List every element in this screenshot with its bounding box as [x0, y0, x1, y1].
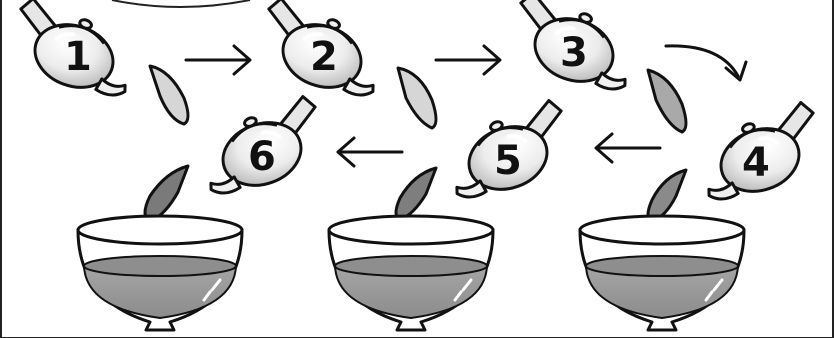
step-number-6: 6: [248, 134, 276, 180]
bowl-icon: [329, 216, 493, 330]
arrow-icon: [596, 134, 660, 162]
tea-stream-icon: [145, 166, 188, 222]
arrow-icon: [666, 46, 746, 80]
tea-stream-icon: [396, 168, 436, 220]
top-speech-edge: [112, 0, 250, 7]
tea-stream-icon: [150, 66, 188, 124]
teapot-step-3: 3: [502, 0, 686, 132]
bowl-icon: [78, 216, 242, 330]
bowl-icon: [580, 216, 744, 330]
step-number-1: 1: [64, 34, 92, 80]
arrow-icon: [186, 46, 250, 74]
step-number-5: 5: [494, 138, 522, 184]
arrow-icon: [436, 46, 500, 74]
tea-stream-icon: [648, 170, 686, 222]
step-number-3: 3: [560, 30, 588, 76]
tea-stream-icon: [648, 70, 686, 132]
teapot-step-2: 2: [250, 0, 436, 128]
tea-stream-icon: [398, 68, 436, 128]
arrow-icon: [338, 138, 402, 166]
step-number-2: 2: [310, 34, 338, 80]
step-number-4: 4: [742, 140, 770, 186]
teapot-step-1: 1: [2, 0, 188, 124]
